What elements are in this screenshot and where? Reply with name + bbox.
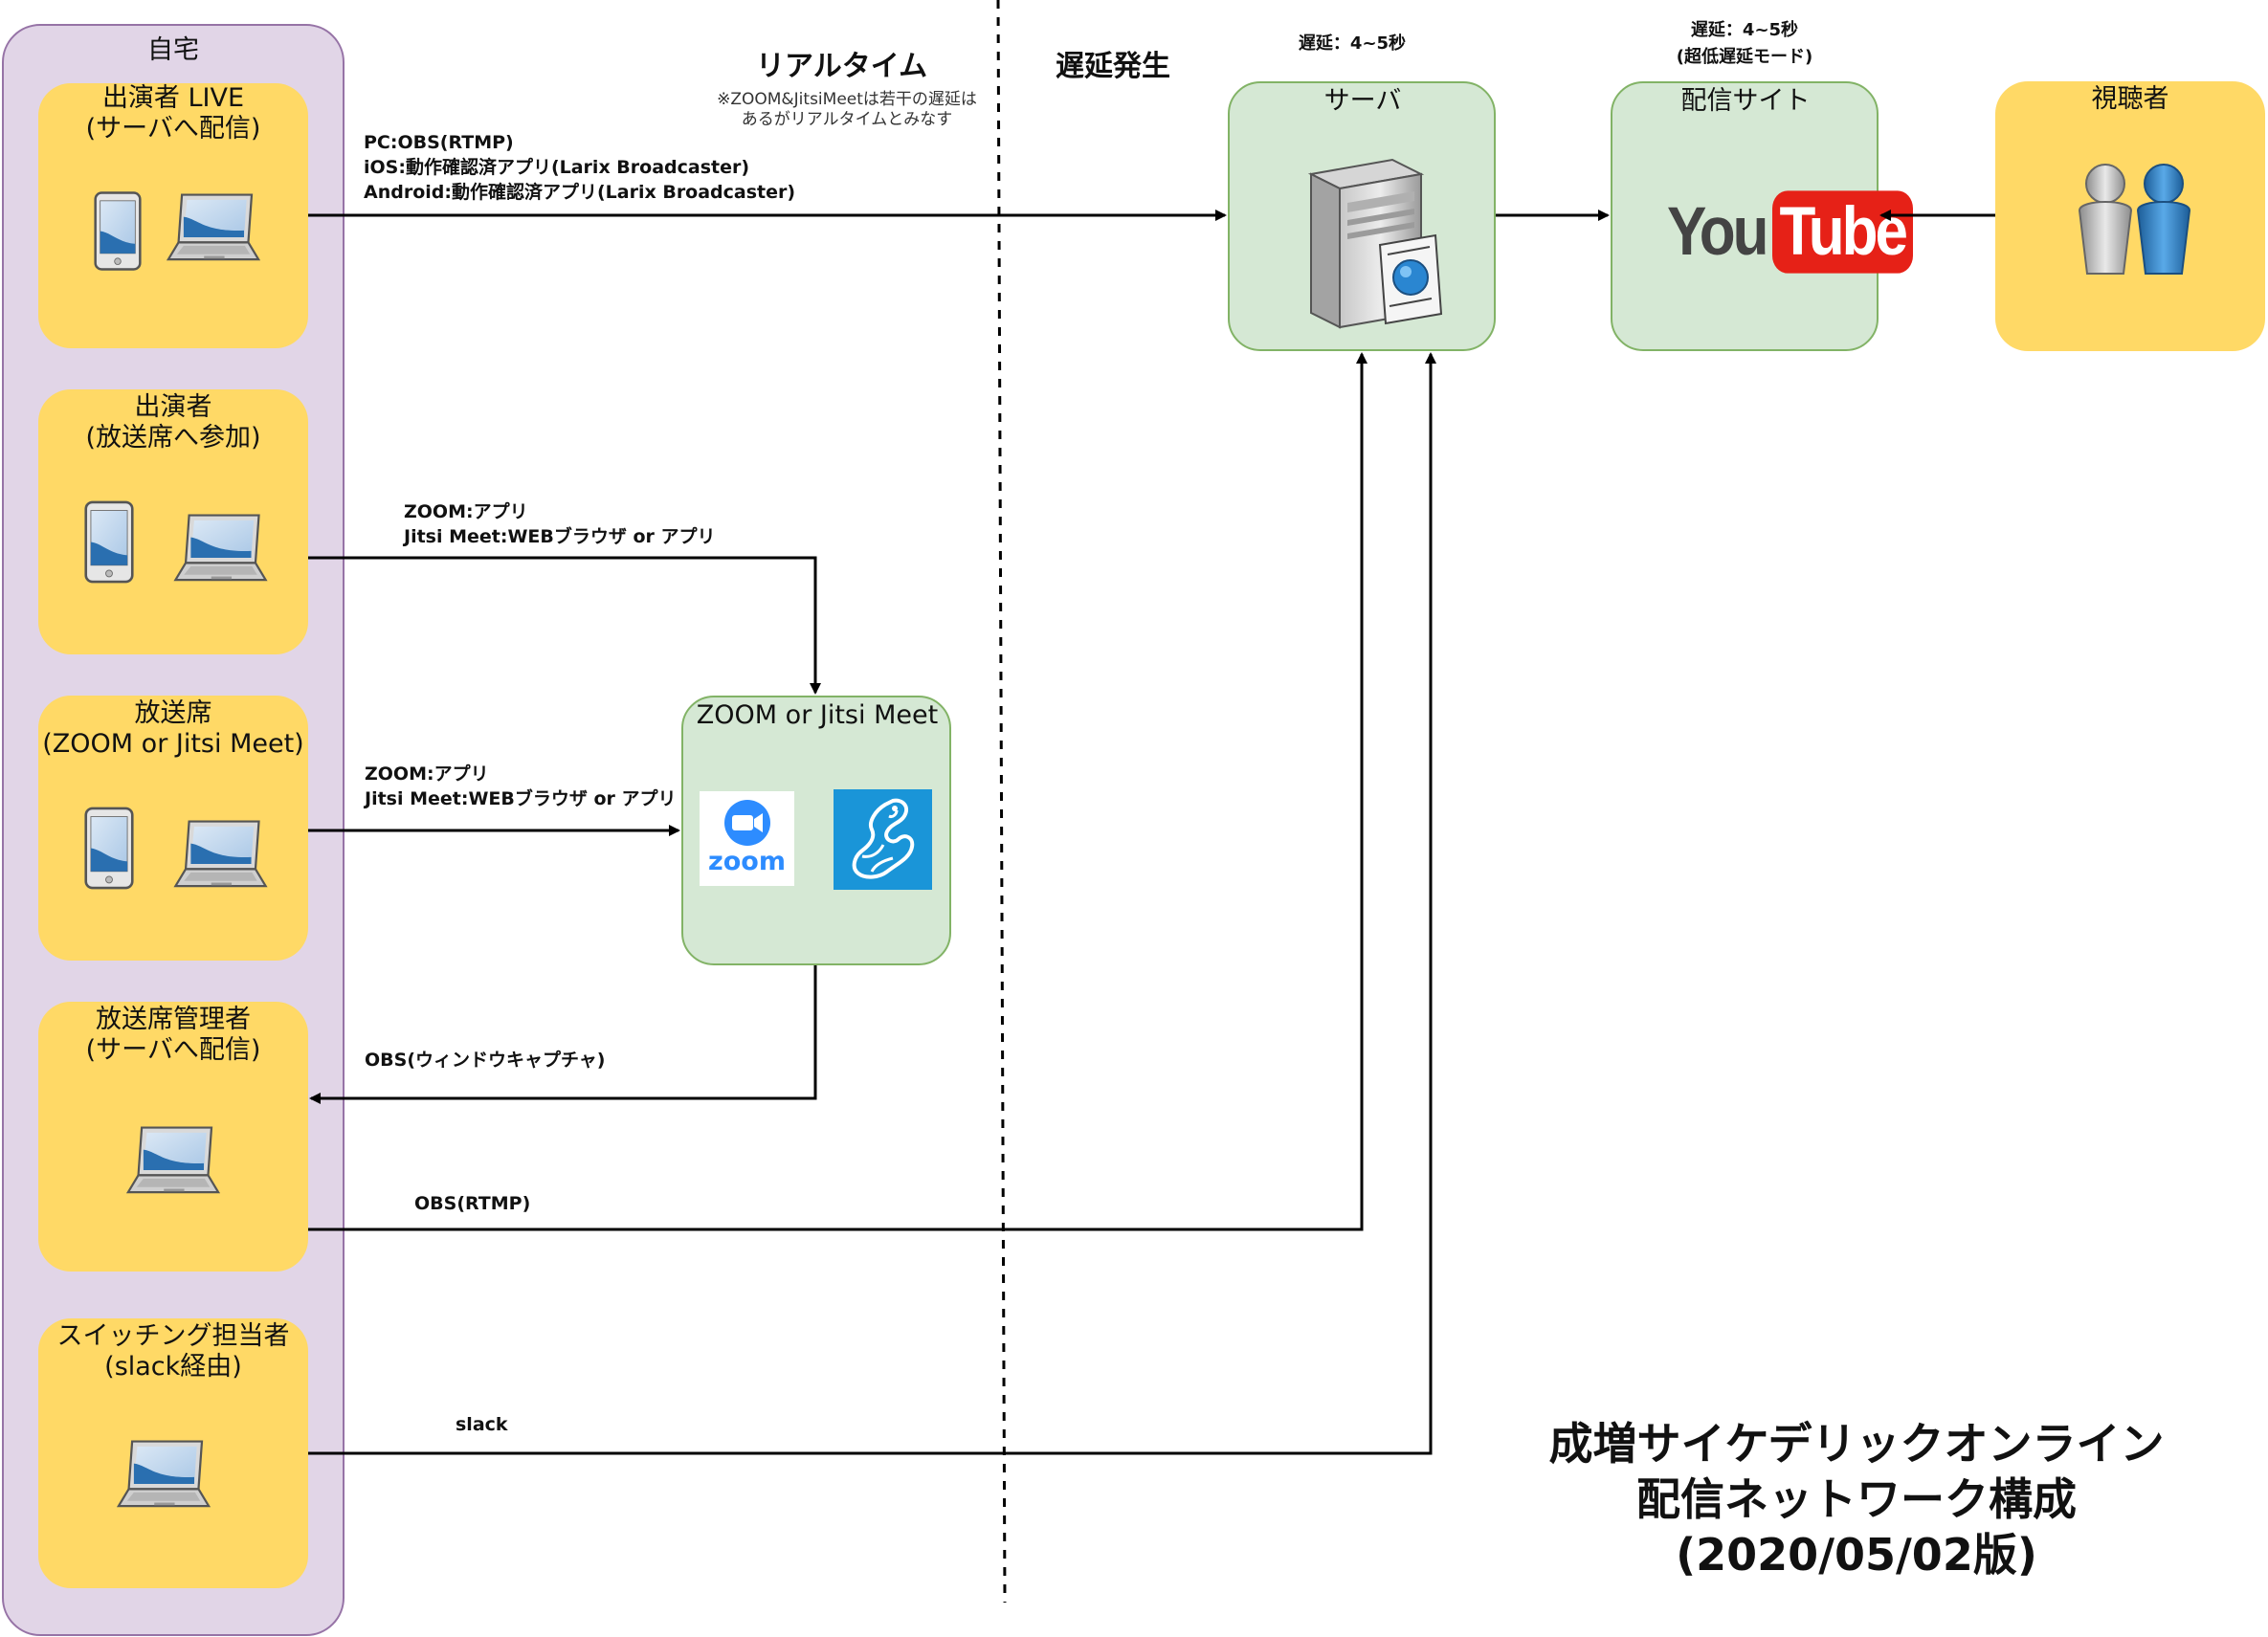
booth-admin-box[interactable]: 放送席管理者 (サーバへ配信) bbox=[38, 1002, 308, 1272]
edge-label-admin-to-server: OBS(RTMP) bbox=[414, 1193, 531, 1214]
title-line-1: 成増サイケデリックオンライン bbox=[1548, 1418, 2165, 1470]
jitsi-logo-icon bbox=[834, 789, 932, 890]
youtube-tube-text: Tube bbox=[1771, 189, 1913, 274]
edge-conference-to-admin bbox=[309, 965, 817, 1104]
edge-label-switcher-to-server: slack bbox=[456, 1414, 508, 1435]
performer-live-box[interactable]: 出演者 LIVE (サーバへ配信) bbox=[38, 83, 308, 348]
performer-guest-box[interactable]: 出演者 (放送席へ参加) bbox=[38, 389, 308, 654]
switcher-label: スイッチング担当者 (slack経由) bbox=[56, 1321, 290, 1382]
edge-label-conference-to-admin: OBS(ウィンドウキャプチャ) bbox=[365, 1050, 606, 1071]
site-latency-label: 遅延：4~5秒 (超低遅延モード) bbox=[1676, 20, 1813, 67]
booth-admin-label: 放送席管理者 (サーバへ配信) bbox=[85, 1005, 261, 1065]
conference-label: ZOOM or Jitsi Meet bbox=[696, 700, 939, 730]
server-label: サーバ bbox=[1323, 86, 1402, 116]
youtube-you-text: You bbox=[1667, 193, 1768, 270]
site-label: 配信サイト bbox=[1680, 86, 1811, 116]
edge-guest-to-conference bbox=[308, 556, 821, 695]
booth-label: 放送席 (ZOOM or Jitsi Meet) bbox=[42, 698, 304, 759]
performer-live-label: 出演者 LIVE (サーバへ配信) bbox=[85, 83, 261, 144]
zoom-logo-icon: zoom bbox=[700, 791, 794, 886]
booth-box[interactable]: 放送席 (ZOOM or Jitsi Meet) bbox=[38, 696, 308, 961]
viewers-label: 視聴者 bbox=[2091, 84, 2169, 114]
switcher-box[interactable]: スイッチング担当者 (slack経由) bbox=[38, 1318, 308, 1588]
edge-admin-to-server bbox=[308, 352, 1367, 1231]
home-label: 自宅 bbox=[147, 35, 199, 65]
server-latency-label: 遅延：4~5秒 bbox=[1298, 33, 1407, 54]
realtime-note: ※ZOOM&JitsiMeetは若干の遅延は あるがリアルタイムとみなす bbox=[717, 90, 977, 129]
edge-label-guest-to-conference: ZOOM:アプリ Jitsi Meet:WEBブラウザ or アプリ bbox=[404, 501, 716, 547]
realtime-divider bbox=[996, 0, 1007, 1604]
server-icon bbox=[1307, 158, 1443, 329]
edge-label-booth-to-conference: ZOOM:アプリ Jitsi Meet:WEBブラウザ or アプリ bbox=[365, 763, 677, 809]
title-line-3: (2020/05/02版) bbox=[1676, 1529, 2037, 1581]
conference-box[interactable]: ZOOM or Jitsi Meet zoom bbox=[681, 696, 951, 965]
performer-guest-label: 出演者 (放送席へ参加) bbox=[85, 392, 261, 453]
edge-switcher-to-server bbox=[308, 352, 1436, 1455]
server-box[interactable]: サーバ bbox=[1228, 81, 1496, 351]
youtube-logo-icon: You Tube bbox=[1667, 188, 1913, 275]
diagram-title: 成増サイケデリックオンライン 配信ネットワーク構成 (2020/05/02版) bbox=[1474, 1416, 2239, 1582]
title-line-2: 配信ネットワーク構成 bbox=[1636, 1473, 2077, 1525]
users-icon bbox=[2078, 164, 2191, 275]
zoom-logo-text: zoom bbox=[708, 847, 786, 876]
realtime-header: リアルタイム bbox=[756, 50, 928, 83]
edge-label-live-to-server: PC:OBS(RTMP) iOS:動作確認済アプリ(Larix Broadcas… bbox=[364, 132, 796, 203]
delay-header: 遅延発生 bbox=[1056, 50, 1170, 83]
site-box[interactable]: 配信サイト You Tube bbox=[1611, 81, 1913, 351]
viewers-box[interactable]: 視聴者 bbox=[1995, 81, 2265, 351]
